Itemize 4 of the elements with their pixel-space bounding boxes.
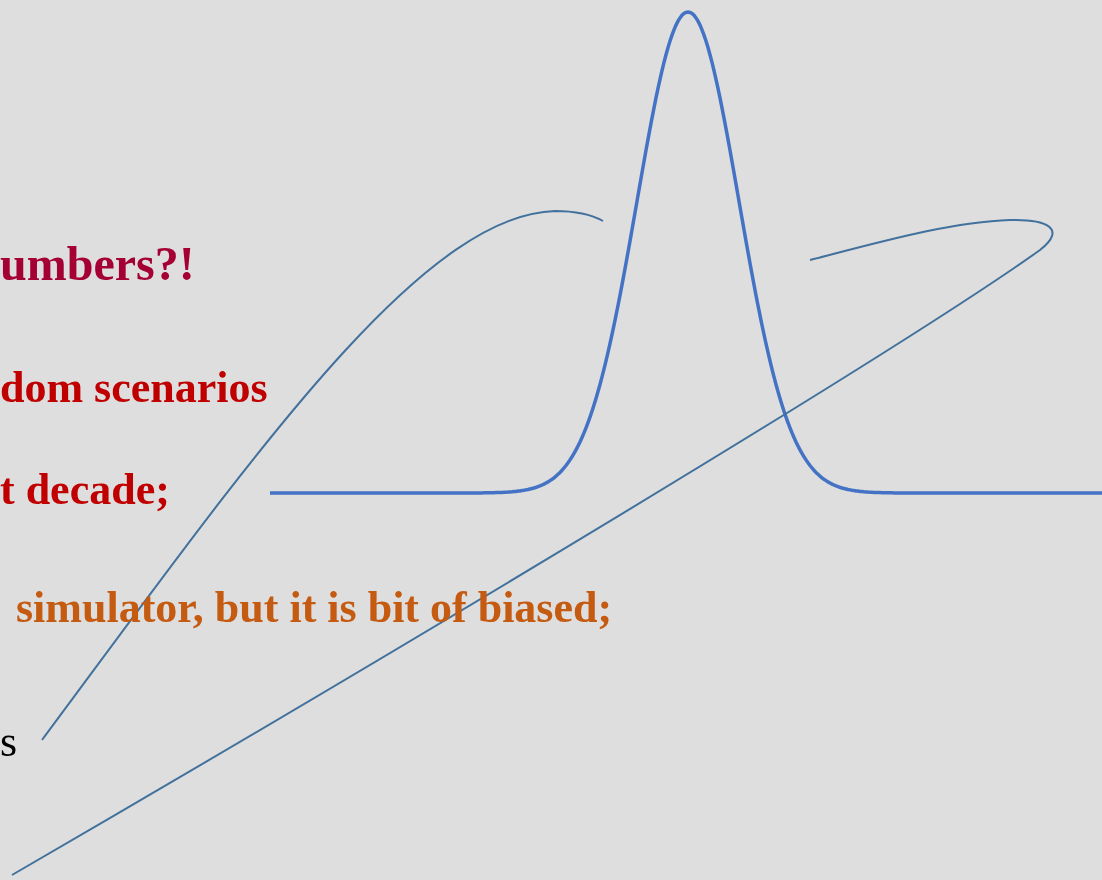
slide-text: s bbox=[0, 720, 18, 764]
slide-text: t decade; bbox=[0, 468, 170, 512]
slide-text: dom scenarios bbox=[0, 366, 268, 410]
slide-text: umbers?! bbox=[0, 240, 195, 288]
